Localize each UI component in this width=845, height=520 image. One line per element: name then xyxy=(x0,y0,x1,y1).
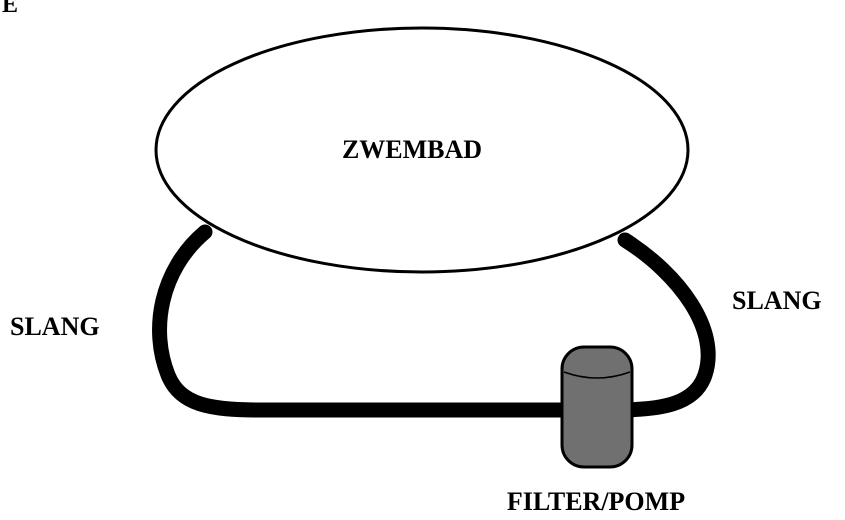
hose-left xyxy=(152,224,583,418)
corner-mark: E xyxy=(2,0,18,18)
filter-pump-shape xyxy=(560,345,634,469)
hose-right-label: SLANG xyxy=(732,286,822,315)
pool-label: ZWEMBAD xyxy=(342,135,482,164)
hose-left-label: SLANG xyxy=(10,312,100,341)
filter-pump-label: FILTER/POMP xyxy=(507,487,685,516)
hose-right xyxy=(607,232,716,418)
pool-shape xyxy=(154,26,690,274)
filter-pump-top-edge xyxy=(563,371,631,379)
